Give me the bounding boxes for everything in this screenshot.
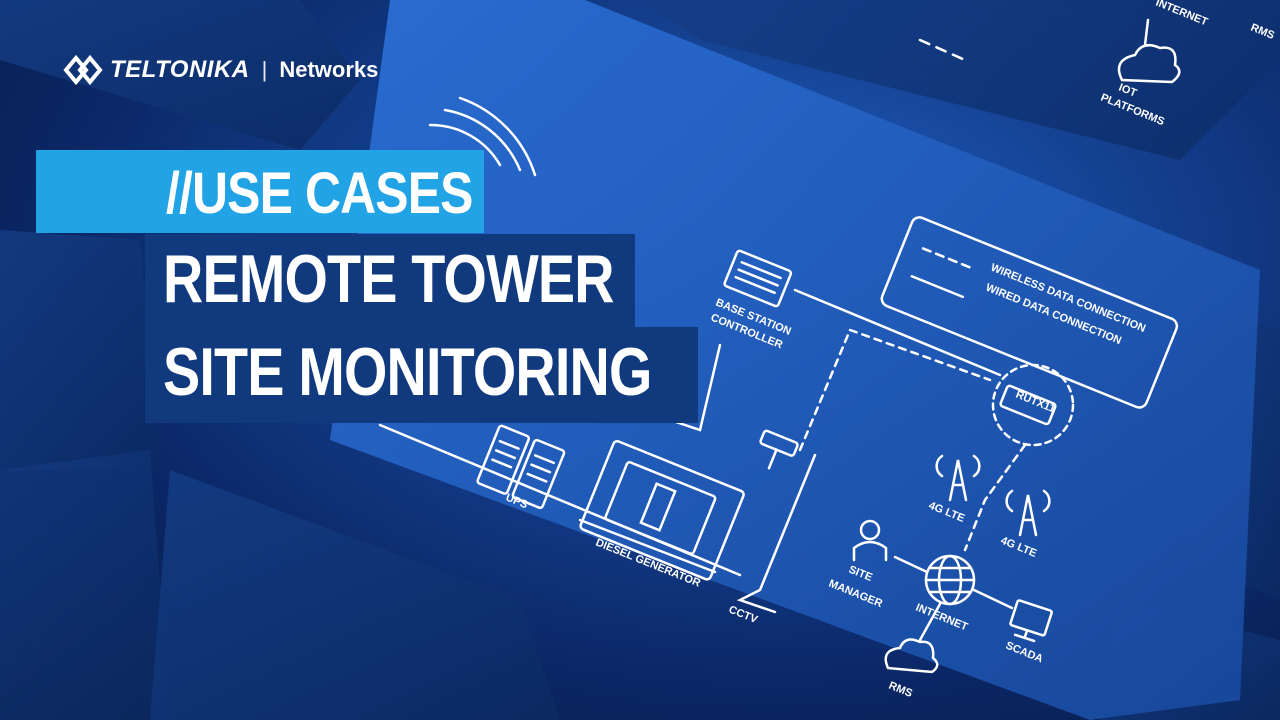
base-station-icon [723,249,793,308]
rms-cloud-icon [884,638,939,674]
cctv-icon [759,429,799,470]
title-line-2: SITE MONITORING [163,334,652,410]
site-manager-icon [852,519,888,562]
brand-name: TELTONIKA [110,56,250,83]
teltonika-mark-icon [63,54,103,86]
brand-separator: | [261,57,268,82]
wireless-arcs [428,96,537,177]
title-line-1-box: REMOTE TOWER [145,234,635,327]
main-diagram-panel [330,0,1260,720]
lte-tower-right [1005,489,1051,537]
router-ring [991,363,1075,447]
legend-box [880,216,1179,409]
brand-division: Networks [279,57,379,82]
lte-tower-left [935,454,981,502]
internet-globe [924,554,976,606]
scada-icon [1009,599,1053,643]
title-line-1: REMOTE TOWER [163,241,615,317]
teltonika-logo: TELTONIKA | Networks [62,48,378,92]
title-line-2-box: SITE MONITORING [145,327,698,423]
rms-label: RMS [887,680,914,700]
router-icon [999,384,1057,426]
iot-cloud-icon [1117,43,1181,84]
ups-icon [476,424,566,510]
use-cases-tag: //USE CASES [36,150,484,233]
use-cases-label: //USE CASES [166,161,473,226]
cctv-label: CCTV [727,604,760,627]
